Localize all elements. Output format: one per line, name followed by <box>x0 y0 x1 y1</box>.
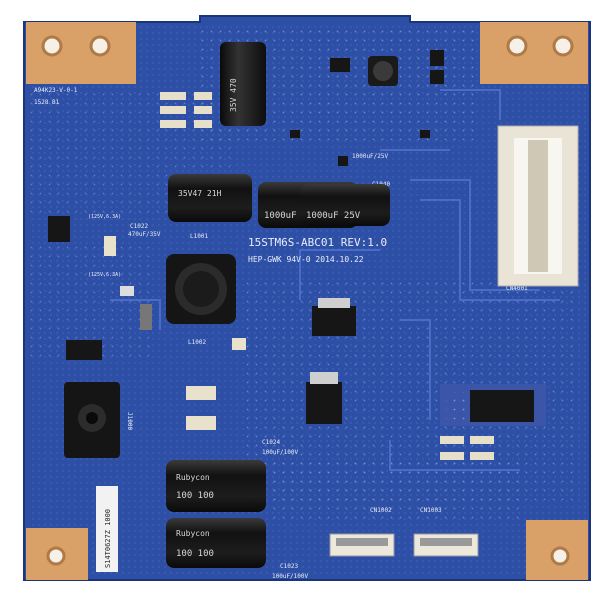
label-l1001: L1001 <box>190 233 208 240</box>
inductor-l1001 <box>166 254 236 324</box>
capacitor-c1024-brand: Rubycon <box>176 473 210 482</box>
capacitor-c1024-text: 100 100 <box>176 491 214 501</box>
label-board-code: A94K23-V-0-1 <box>34 87 78 94</box>
label-c1022: C1022 <box>130 223 148 230</box>
serial-sticker-text: S14T0627Z 1000 <box>104 509 112 568</box>
label-fuse-2: (125V,6.3A) <box>88 272 121 278</box>
label-ul-code: HEP-GWK 94V-0 2014.10.22 <box>248 255 364 264</box>
capacitor-c1040-a-text: 1000uF 25V <box>264 211 319 221</box>
capacitor-c1022-text: 35V47 21H <box>178 189 222 198</box>
connector-cn1003 <box>413 533 479 557</box>
copper-traces <box>110 89 560 471</box>
capacitor-top: 35V 470 <box>220 42 266 126</box>
connector-cn1002 <box>329 533 395 557</box>
capacitor-c1023: Rubycon 100 100 <box>166 518 266 568</box>
label-cn4001: CN4001 <box>506 285 528 292</box>
capacitor-c1022: 35V47 21H <box>168 174 252 222</box>
mosfet-1 <box>312 298 356 336</box>
smd-components <box>48 50 444 430</box>
capacitor-top-text: 35V 470 <box>229 78 238 112</box>
capacitor-c1040-b: 1000uF 25V <box>300 184 390 226</box>
capacitor-c1040-b-text: 1000uF 25V <box>306 211 361 221</box>
label-c1024: C1024 <box>262 439 280 446</box>
label-part-number: 15STM6S-ABC01 REV:1.0 <box>248 236 387 249</box>
label-c1023: C1023 <box>280 563 298 570</box>
label-c1040-value: 1000uF/25V <box>352 153 389 160</box>
label-j1000: J1000 <box>126 412 133 430</box>
inductor-small <box>368 56 398 86</box>
controller-ic <box>440 384 546 426</box>
serial-sticker: S14T0627Z 1000 <box>96 486 118 572</box>
capacitor-c1023-text: 100 100 <box>176 549 214 559</box>
label-l1002: L1002 <box>188 339 206 346</box>
mosfet-2 <box>306 372 342 424</box>
label-cn1003: CN1003 <box>420 507 442 514</box>
pad-rows <box>160 92 494 460</box>
label-fuse-1: (125V,6.3A) <box>88 214 121 220</box>
label-date-code: 1528 B1 <box>34 99 60 106</box>
power-jack-j1000 <box>64 382 120 458</box>
label-c1023-value: 100uF/100V <box>272 573 309 580</box>
mounting-pads <box>26 22 588 580</box>
capacitor-c1024: Rubycon 100 100 <box>166 460 266 512</box>
capacitor-c1023-brand: Rubycon <box>176 529 210 538</box>
connector-cn4001 <box>497 125 579 287</box>
label-c1024-value: 100uF/100V <box>262 449 299 456</box>
label-cn1002: CN1002 <box>370 507 392 514</box>
label-c1022-value: 470uF/35V <box>128 231 161 238</box>
